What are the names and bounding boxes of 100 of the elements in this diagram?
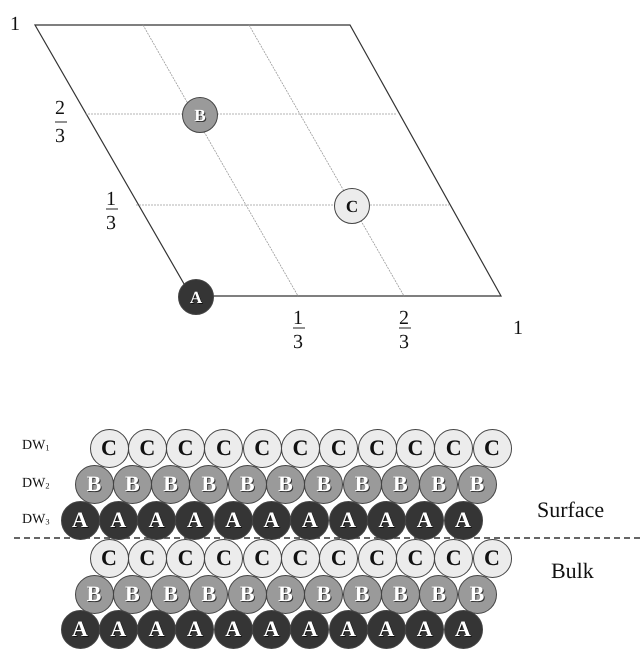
atom-circle (304, 464, 344, 504)
atom-circle (405, 500, 444, 540)
atom-circle (98, 610, 138, 648)
atom-letter: B (124, 583, 140, 605)
atom-letter: C (139, 437, 156, 459)
atom-letter: A (455, 509, 471, 531)
atom-letter: B (278, 473, 293, 495)
atom-letter: B (86, 473, 102, 495)
atom-letter: A (186, 509, 203, 531)
atom-circle (182, 97, 218, 133)
fraction-numerator: 1 (293, 308, 303, 328)
atom-letter: A (148, 509, 165, 531)
atom-circle (214, 610, 253, 648)
atom-letter: C (178, 547, 194, 569)
atom-circle (151, 464, 190, 504)
atom-circle (328, 610, 368, 648)
atom-letter: B (393, 473, 408, 495)
atom-letter: B (278, 583, 293, 605)
atom-letter: B (240, 583, 255, 605)
atom-letter: C (407, 547, 424, 569)
atom-circle (458, 574, 496, 614)
atom-letter: C (446, 547, 462, 569)
atom-circle (380, 464, 420, 504)
atom-circle (281, 538, 320, 578)
atom-letter: A (148, 618, 165, 640)
atom-circle (396, 538, 435, 578)
atom-circle (178, 279, 214, 315)
atom-circle (228, 574, 267, 614)
atom-letter: A (190, 288, 202, 306)
atom-letter: B (354, 583, 370, 605)
atom-circle (419, 464, 458, 504)
atom-letter: A (378, 618, 394, 640)
atom-letter: B (124, 473, 140, 495)
atom-circle (444, 500, 482, 540)
atom-letter: B (354, 473, 370, 495)
atom-letter: B (163, 473, 178, 495)
atom-letter: C (101, 437, 117, 459)
atom-circle (358, 428, 397, 468)
atom-circle (90, 538, 128, 578)
atom-circle (175, 610, 214, 648)
atom-circle (342, 464, 382, 504)
atom-circle (98, 500, 138, 540)
atom-letter: C (254, 437, 270, 459)
atom-circle (175, 500, 214, 540)
fraction-numerator: 2 (399, 308, 409, 328)
atom-letter: C (178, 437, 194, 459)
layer-label: DW$_{1}$ (22, 439, 50, 454)
atom-letter: C (330, 437, 347, 459)
atom-letter: C (484, 437, 500, 459)
atom-circle (266, 574, 305, 614)
atom-circle (242, 428, 282, 468)
atom-letter: A (186, 618, 203, 640)
atom-letter: C (369, 547, 386, 569)
atom-letter: B (470, 473, 484, 495)
atom-letter: C (330, 547, 347, 569)
atom-circle (60, 610, 100, 648)
atom-circle (151, 574, 190, 614)
atom-letter: A (302, 509, 318, 531)
atom-letter: A (72, 618, 88, 640)
atom-letter: A (340, 618, 356, 640)
atom-letter: B (86, 583, 102, 605)
atom-circle (366, 500, 406, 540)
fraction-numerator: 2 (55, 98, 65, 118)
atom-circle (189, 574, 228, 614)
atom-letter: A (416, 618, 433, 640)
atom-circle (328, 500, 368, 540)
atom-letter: A (416, 509, 433, 531)
atom-letter: A (72, 509, 88, 531)
fraction-denominator: 3 (106, 213, 116, 233)
atom-circle (434, 428, 474, 468)
atom-circle (228, 464, 267, 504)
atom-circle (242, 538, 282, 578)
atom-letter: C (101, 547, 117, 569)
atom-circle (419, 574, 458, 614)
atom-letter: B (240, 473, 255, 495)
atom-circle (334, 188, 370, 224)
atom-letter: C (216, 437, 232, 459)
atom-letter: B (316, 583, 332, 605)
axis-label: 1 (513, 318, 523, 338)
atom-circle (444, 610, 482, 648)
atom-circle (128, 428, 167, 468)
atom-letter: C (292, 437, 308, 459)
atom-letter: A (264, 618, 280, 640)
atom-circle (281, 428, 320, 468)
atom-letter: C (254, 547, 270, 569)
atom-circle (166, 428, 206, 468)
atom-letter: C (484, 547, 500, 569)
atom-circle (472, 538, 512, 578)
atom-letter: A (455, 618, 471, 640)
atom-circle (396, 428, 435, 468)
layer-label: DW$_{3}$ (22, 513, 50, 528)
atom-letter: A (225, 509, 242, 531)
atom-circle (60, 500, 100, 540)
atom-letter: A (340, 509, 356, 531)
atom-circle (304, 574, 344, 614)
atom-letter: C (407, 437, 424, 459)
atom-letter: C (292, 547, 308, 569)
atom-circle (112, 464, 152, 504)
atom-letter: A (264, 509, 280, 531)
atom-circle (252, 500, 291, 540)
